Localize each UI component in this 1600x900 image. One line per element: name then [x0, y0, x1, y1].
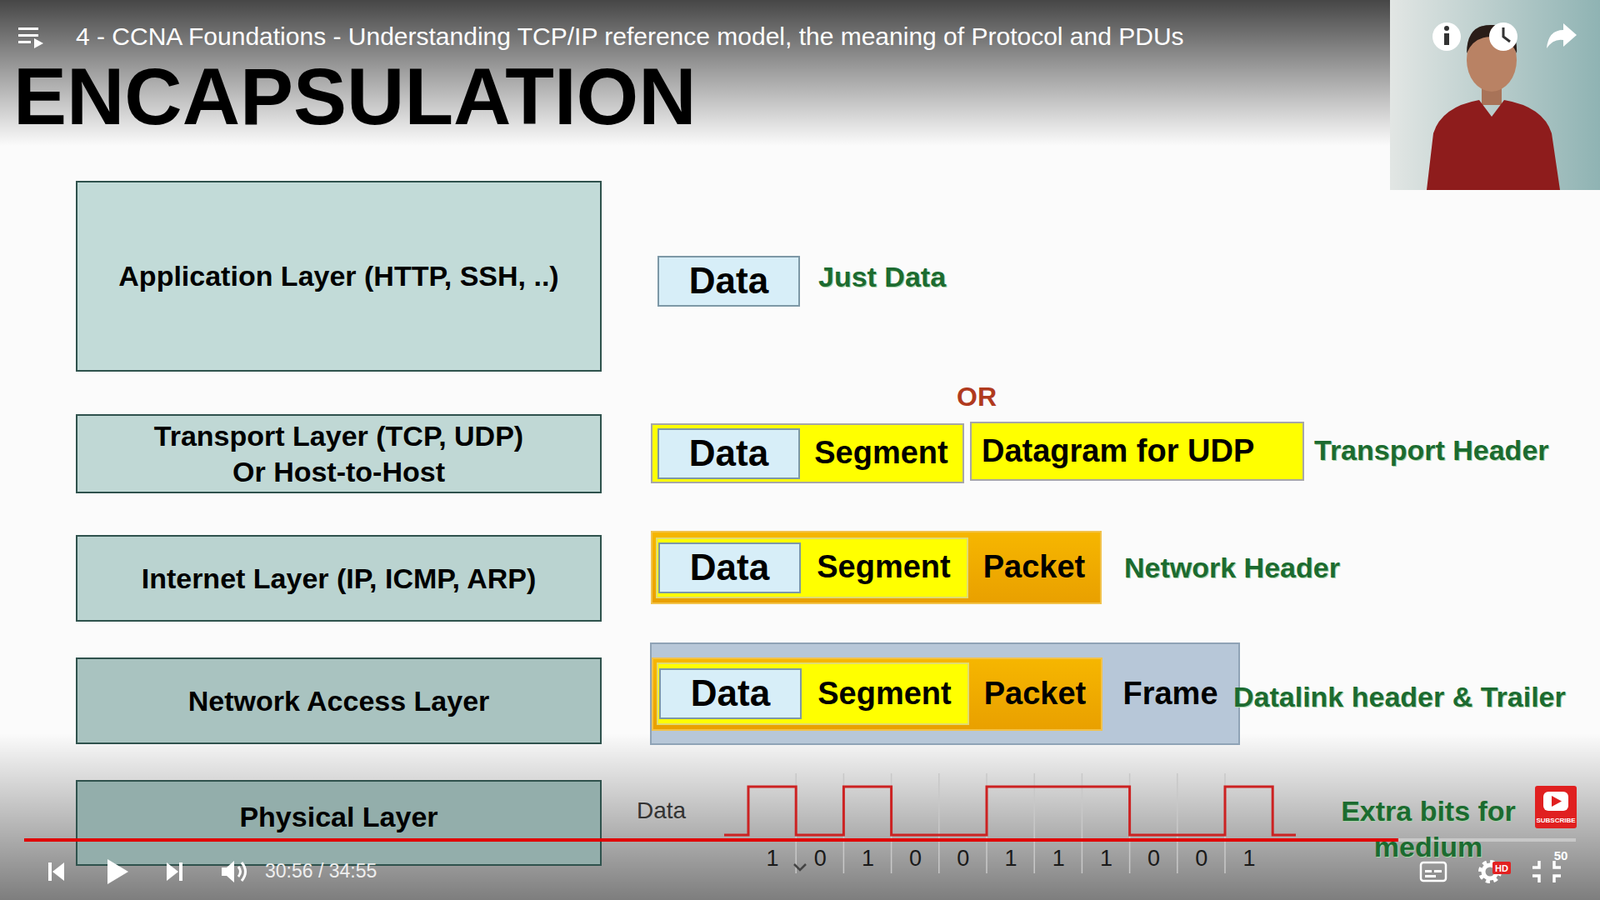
header-note: Network Header — [1124, 550, 1340, 585]
layer-box: Physical Layer — [75, 780, 602, 866]
box-label: Data — [684, 672, 777, 715]
or-note: OR — [956, 380, 997, 413]
segment-box: Segment Data — [656, 662, 970, 725]
data-box: Data — [657, 255, 800, 307]
signal-waveform — [724, 786, 1296, 835]
box-label: Frame — [1102, 675, 1239, 713]
pdu-note: Just Data — [818, 260, 946, 295]
box-label: Data — [683, 546, 776, 590]
layer-box: Transport Layer (TCP, UDP) Or Host-to-Ho… — [75, 414, 602, 494]
signal-name: Data — [636, 796, 686, 825]
playlist-icon — [18, 27, 44, 49]
top-shade — [0, 0, 1600, 146]
data-box: Data — [659, 668, 802, 720]
medium-note: Extra bits for medium — [1339, 793, 1519, 865]
chevron-mark — [794, 864, 806, 870]
bit-value: 0 — [814, 845, 827, 872]
progress-track — [24, 838, 1576, 842]
box-label: Data — [682, 260, 775, 303]
video-top-icons — [1432, 22, 1577, 51]
box-label: Segment — [800, 435, 963, 472]
box-label: Packet — [968, 549, 1100, 586]
datagram-box: Datagram for UDP — [970, 421, 1305, 481]
box-label: Network Access Layer — [181, 683, 497, 720]
box-label: Internet Layer (IP, ICMP, ARP) — [135, 560, 544, 597]
time-readout: 30:56 / 34:55 — [265, 860, 377, 884]
quality-number: 50 — [1554, 848, 1569, 864]
hd-badge — [1492, 861, 1511, 875]
bit-value: 1 — [861, 845, 875, 872]
frame-box: FramePacketSegment Data — [650, 642, 1240, 745]
packet-box: PacketSegment Data — [651, 657, 1103, 731]
bit-value: 1 — [1100, 845, 1113, 872]
subscribe-logo — [1535, 785, 1577, 829]
packet-box: PacketSegment Data — [650, 530, 1102, 605]
bit-value: 0 — [1195, 845, 1208, 872]
box-label: Packet — [969, 675, 1101, 713]
bit-value: 1 — [1004, 845, 1017, 872]
box-label: Data — [682, 432, 775, 475]
progress-played — [24, 838, 1399, 842]
segment-box: Segment Data — [655, 537, 969, 599]
box-label: Transport Layer (TCP, UDP) Or Host-to-Ho… — [136, 418, 542, 490]
box-label: Segment — [800, 549, 967, 586]
bit-value: 0 — [909, 845, 922, 872]
box-label: Application Layer (HTTP, SSH, ..) — [111, 258, 565, 295]
bit-value: 1 — [1242, 845, 1255, 872]
bit-grid — [795, 773, 1225, 874]
box-label: Physical Layer — [232, 799, 445, 835]
slide-title: ENCAPSULATION — [13, 56, 697, 137]
video-title: 4 - CCNA Foundations - Understanding TCP… — [75, 21, 1185, 52]
hd-text: HD — [1495, 863, 1509, 873]
layer-box: Application Layer (HTTP, SSH, ..) — [75, 180, 602, 372]
header-note: Transport Header — [1314, 433, 1550, 468]
segment-box: Segment Data — [650, 423, 965, 484]
layer-box: Network Access Layer — [75, 657, 602, 745]
layer-box: Internet Layer (IP, ICMP, ARP) — [75, 535, 602, 622]
bottom-shade — [0, 733, 1600, 900]
bit-value: 1 — [1052, 845, 1065, 872]
box-label: Segment — [801, 675, 968, 713]
bit-value: 1 — [765, 845, 779, 872]
data-box: Data — [658, 542, 801, 594]
data-box: Data — [657, 428, 800, 480]
bit-value: 0 — [956, 845, 970, 872]
webcam-inset — [1390, 0, 1600, 190]
bit-value: 0 — [1147, 845, 1160, 872]
header-note: Datalink header & Trailer — [1233, 680, 1566, 715]
subscribe-text: SUBSCRIBE — [1535, 817, 1575, 825]
box-label: Datagram for UDP — [971, 433, 1303, 470]
control-icons — [48, 859, 1561, 885]
